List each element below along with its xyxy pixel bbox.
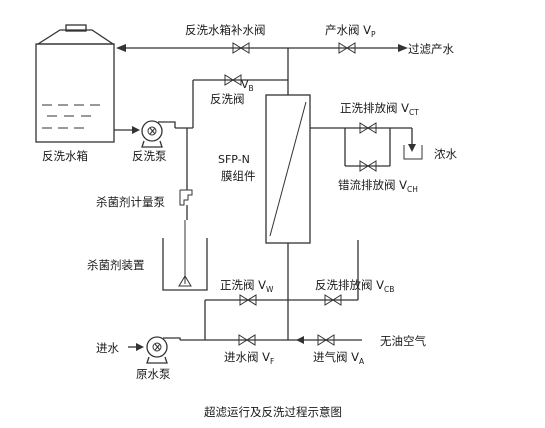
concentrate-label: 浓水 xyxy=(434,147,457,161)
inlet-valve-label: 进水阀 VF xyxy=(224,350,274,366)
forward-wash-valve-icon xyxy=(239,294,257,306)
raw-water-pump-label: 原水泵 xyxy=(136,367,171,381)
tank-body xyxy=(35,43,115,143)
backwash-valve-vb-label: VB xyxy=(241,78,254,93)
tank-water-level xyxy=(42,104,100,129)
forward-drain-valve-icon xyxy=(359,122,377,134)
air-inlet-valve-icon xyxy=(317,334,335,346)
backwash-valve-label: 反洗阀 xyxy=(210,92,245,106)
air-arrow xyxy=(296,336,304,344)
drain-arrow xyxy=(408,144,416,152)
backwash-valve-icon xyxy=(224,74,242,86)
membrane-module xyxy=(265,94,311,244)
refill-valve-label: 反洗水箱补水阀 xyxy=(185,23,266,37)
backwash-pump-icon xyxy=(141,120,176,148)
backwash-pump-label: 反洗泵 xyxy=(132,149,167,163)
inlet-arrow xyxy=(136,343,144,351)
oil-free-air-label: 无油空气 xyxy=(380,334,426,348)
disinfectant-unit-label: 杀菌剂装置 xyxy=(87,258,145,272)
disinfectant-unit-icon xyxy=(162,220,208,291)
dosing-pump-icon xyxy=(179,189,193,206)
backwash-drain-valve-icon xyxy=(324,294,342,306)
product-valve-icon xyxy=(338,42,356,54)
inlet-valve-icon xyxy=(238,334,256,346)
concentrate-tray xyxy=(403,145,423,160)
product-arrow xyxy=(398,44,408,52)
tank-to-pump-arrow xyxy=(132,126,140,134)
product-valve-label: 产水阀 VP xyxy=(325,23,376,39)
diagram-caption: 超滤运行及反洗过程示意图 xyxy=(204,405,342,419)
module-name-label: SFP-N xyxy=(218,153,250,166)
raw-water-pump-icon xyxy=(146,336,181,364)
crossflow-drain-valve-icon xyxy=(359,160,377,172)
refill-valve-icon xyxy=(232,42,250,54)
module-label: 膜组件 xyxy=(221,169,256,183)
forward-drain-valve-label: 正洗排放阀 VCT xyxy=(340,101,419,117)
inlet-water-label: 进水 xyxy=(96,341,119,355)
crossflow-drain-valve-label: 错流排放阀 VCH xyxy=(338,178,418,194)
backwash-tank xyxy=(35,24,116,143)
backwash-drain-valve-label: 反洗排放阀 VCB xyxy=(315,278,394,294)
filtered-water-label: 过滤产水 xyxy=(408,42,454,56)
tank-vent xyxy=(65,24,87,32)
tank-roof xyxy=(35,29,116,45)
refill-arrow xyxy=(116,44,126,52)
dosing-pump-label: 杀菌剂计量泵 xyxy=(96,195,165,209)
forward-wash-valve-label: 正洗阀 VW xyxy=(220,278,274,294)
air-inlet-valve-label: 进气阀 VA xyxy=(313,350,365,366)
backwash-tank-label: 反洗水箱 xyxy=(42,149,88,163)
